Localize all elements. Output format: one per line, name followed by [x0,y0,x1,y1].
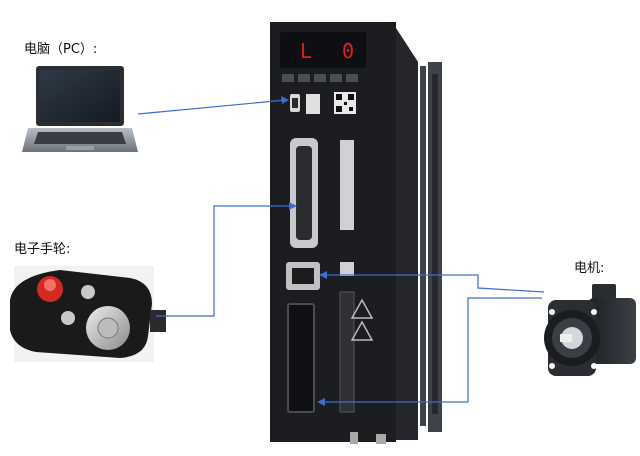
led-display [280,32,366,68]
servo-motor-icon [544,284,636,376]
handwheel-label: 电子手轮: [14,242,71,257]
keypad-buttons [282,74,358,82]
laptop-icon [22,66,138,152]
motor-label: 电机: [574,261,605,276]
motor-power-line [320,297,542,403]
handwheel-pendant-icon [10,266,166,362]
connection-lines [137,99,545,403]
arrowheads [281,96,327,406]
warning-triangle-icon [350,320,374,341]
warning-triangle-icon [350,298,374,319]
label-strip [340,140,354,230]
pc-to-usb-line [137,99,287,115]
motor-encoder-line [322,274,545,293]
heatsink-fins [420,62,442,432]
power-terminal-icon [287,303,315,413]
servo-drive-unit: L 0 [270,22,442,444]
handwheel-to-db-line [156,205,294,317]
pc-label: 电脑（PC）: [24,42,98,57]
display-left-digit: L [300,39,312,63]
display-right-digit: 0 [342,39,354,63]
